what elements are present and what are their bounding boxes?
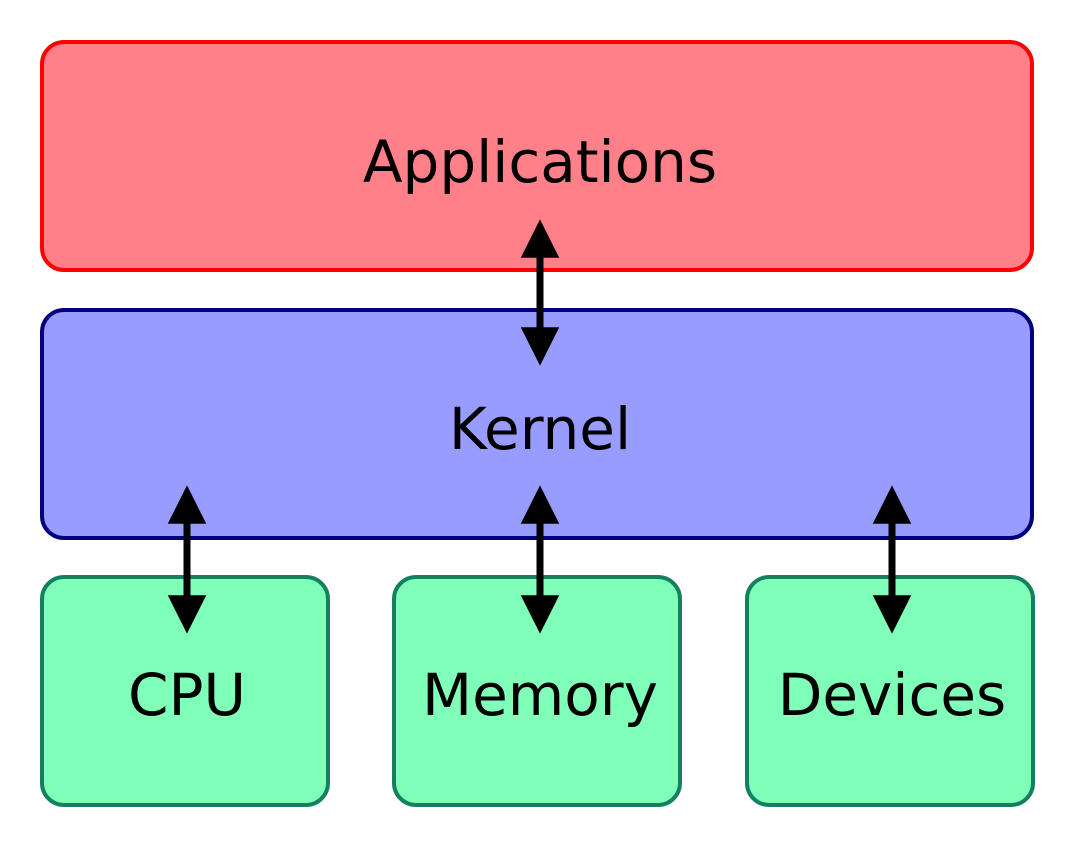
memory-node: Memory	[392, 575, 682, 807]
cpu-node: CPU	[40, 575, 330, 807]
kernel-label: Kernel	[449, 395, 631, 463]
arrows	[167, 219, 912, 634]
devices-node: Devices	[745, 575, 1035, 807]
applications-label: Applications	[363, 128, 717, 196]
hardware-layer: CPU Memory Devices	[40, 575, 1035, 807]
applications-layer: Applications	[40, 40, 1034, 272]
memory-label: Memory	[422, 661, 658, 729]
cpu-label: CPU	[128, 661, 246, 729]
devices-label: Devices	[778, 661, 1007, 729]
